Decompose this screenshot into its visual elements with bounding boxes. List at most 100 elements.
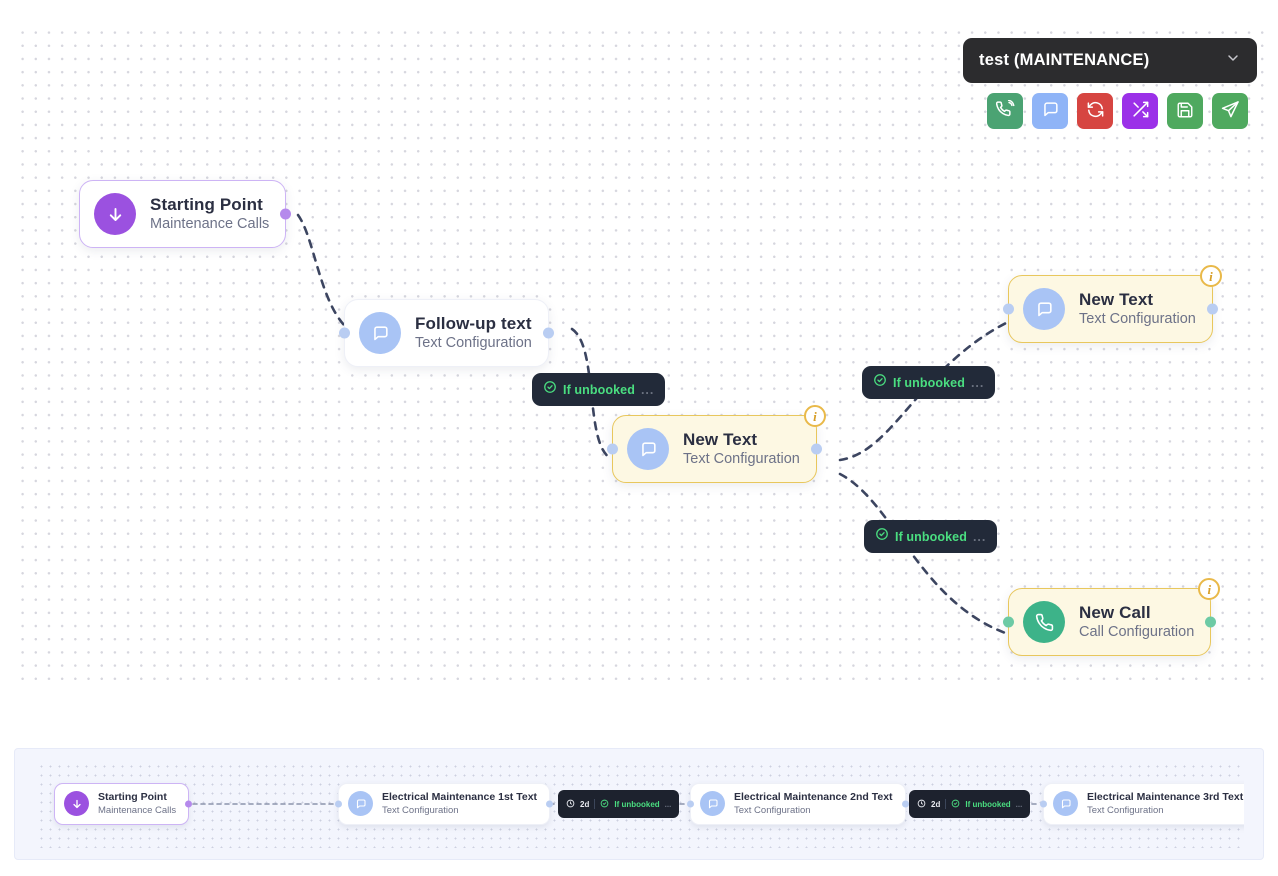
flow-preview-canvas[interactable]: Starting Point Maintenance Calls Electri… [36, 760, 1244, 848]
arrow-down-icon [94, 193, 136, 235]
info-icon[interactable]: i [803, 405, 826, 427]
node-labels: New Text Text Configuration [683, 429, 800, 469]
shuffle-icon [1131, 100, 1150, 122]
mini-node-handle-right[interactable] [901, 800, 909, 808]
mini-edge-label-ellipsis: ... [1015, 799, 1023, 809]
mini-edge-label-ellipsis: ... [664, 799, 672, 809]
mini-node-labels: Electrical Maintenance 2nd Text Text Con… [734, 791, 893, 817]
mini-node-subtitle: Text Configuration [382, 804, 459, 816]
node-subtitle: Text Configuration [1079, 311, 1196, 328]
mini-node-subtitle: Text Configuration [1087, 804, 1164, 816]
message-icon [359, 312, 401, 354]
edge-label-ellipsis: ... [640, 382, 655, 397]
mini-node-handle-left[interactable] [1040, 800, 1047, 808]
info-icon[interactable]: i [1199, 265, 1222, 287]
phone-call-icon [995, 99, 1015, 122]
phone-icon [1023, 601, 1065, 643]
node-new-call[interactable]: New Call Call Configuration i [1003, 578, 1221, 656]
node-subtitle: Text Configuration [683, 451, 800, 468]
node-handle-right[interactable] [280, 208, 292, 220]
check-circle-icon [951, 795, 960, 813]
check-circle-icon [875, 527, 889, 546]
node-handle-right[interactable] [542, 327, 554, 339]
mini-node-title: Electrical Maintenance 2nd Text [734, 791, 893, 804]
edge-label-ellipsis: ... [970, 375, 985, 390]
flow-select-label: test (MAINTENANCE) [979, 51, 1150, 69]
reset-flow-button[interactable] [1077, 93, 1113, 129]
mini-node-electrical-2nd[interactable]: Electrical Maintenance 2nd Text Text Con… [687, 783, 909, 825]
mini-edge-label-2[interactable]: 2d If unbooked ... [909, 790, 1031, 818]
chevron-down-icon[interactable] [1225, 50, 1241, 71]
refresh-icon [1086, 100, 1105, 122]
message-icon [1023, 288, 1065, 330]
edge-label-if-unbooked-3[interactable]: If unbooked ... [864, 520, 998, 553]
node-new-text-top-right[interactable]: New Text Text Configuration i [1003, 265, 1222, 343]
edge-label-if-unbooked-2[interactable]: If unbooked ... [862, 366, 996, 399]
node-subtitle: Text Configuration [415, 335, 532, 352]
edge-label-ellipsis: ... [972, 529, 987, 544]
check-circle-icon [873, 373, 887, 392]
edge-label-text: If unbooked [893, 375, 965, 390]
mini-node-subtitle: Text Configuration [734, 804, 811, 816]
save-icon [1176, 101, 1194, 122]
mini-node-labels: Starting Point Maintenance Calls [98, 791, 176, 817]
message-icon [627, 428, 669, 470]
mini-node-handle-left[interactable] [687, 800, 694, 808]
mini-node-starting-point[interactable]: Starting Point Maintenance Calls [54, 783, 193, 825]
send-icon [1221, 100, 1240, 122]
node-handle-left[interactable] [1003, 616, 1014, 628]
mini-node-title: Electrical Maintenance 3rd Text [1087, 791, 1244, 804]
edge-label-if-unbooked-1[interactable]: If unbooked ... [532, 373, 666, 406]
node-handle-left[interactable] [1003, 303, 1014, 315]
mini-node-electrical-3rd[interactable]: Electrical Maintenance 3rd Text Text Con… [1040, 783, 1244, 825]
mini-node-handle-right[interactable] [546, 800, 554, 808]
edge-start-to-followup [296, 213, 346, 327]
flow-preview-panel[interactable]: Starting Point Maintenance Calls Electri… [14, 748, 1264, 860]
node-title: New Text [683, 429, 758, 449]
shuffle-layout-button[interactable] [1122, 93, 1158, 129]
add-call-node-button[interactable] [987, 93, 1023, 129]
node-labels: Follow-up text Text Configuration [415, 313, 532, 353]
node-handle-right[interactable] [1206, 303, 1218, 315]
save-flow-button[interactable] [1167, 93, 1203, 129]
message-icon [1053, 791, 1078, 817]
check-circle-icon [543, 380, 557, 399]
node-labels: New Call Call Configuration [1079, 602, 1194, 642]
mini-node-title: Starting Point [98, 791, 167, 804]
node-subtitle: Maintenance Calls [150, 216, 270, 233]
node-labels: Starting Point Maintenance Calls [150, 194, 269, 234]
add-text-node-button[interactable] [1032, 93, 1068, 129]
node-handle-right[interactable] [1205, 616, 1217, 628]
arrow-down-icon [64, 791, 89, 817]
node-handle-left[interactable] [607, 443, 618, 455]
node-subtitle: Call Configuration [1079, 624, 1195, 641]
message-icon [1041, 100, 1060, 122]
mini-node-subtitle: Maintenance Calls [98, 804, 177, 816]
publish-flow-button[interactable] [1212, 93, 1248, 129]
node-follow-up-text[interactable]: Follow-up text Text Configuration [339, 299, 554, 367]
node-handle-right[interactable] [810, 443, 822, 455]
mini-node-labels: Electrical Maintenance 1st Text Text Con… [382, 791, 537, 817]
node-starting-point[interactable]: Starting Point Maintenance Calls [79, 180, 292, 248]
node-labels: New Text Text Configuration [1079, 289, 1196, 329]
mini-node-labels: Electrical Maintenance 3rd Text Text Con… [1087, 791, 1243, 817]
mini-node-handle-left[interactable] [335, 800, 342, 808]
mini-edge-label-1[interactable]: 2d If unbooked ... [558, 790, 680, 818]
mini-edge-delay: 2d [580, 799, 590, 809]
node-title: Follow-up text [415, 313, 532, 333]
mini-node-handle-right[interactable] [185, 800, 193, 808]
message-icon [348, 791, 373, 817]
message-icon [700, 791, 725, 817]
node-handle-left[interactable] [339, 327, 350, 339]
clock-icon [566, 795, 575, 813]
mini-edge-label-text: If unbooked [965, 799, 1011, 809]
info-icon[interactable]: i [1198, 578, 1221, 600]
edge-label-text: If unbooked [563, 382, 635, 397]
edge-newtext1-to-newcall [838, 472, 1010, 636]
flow-canvas[interactable]: Starting Point Maintenance Calls Follow-… [14, 22, 1264, 690]
flow-select-dropdown[interactable]: test (MAINTENANCE) [963, 38, 1257, 83]
mini-node-electrical-1st[interactable]: Electrical Maintenance 1st Text Text Con… [335, 783, 554, 825]
mini-edge-delay: 2d [931, 799, 941, 809]
node-new-text-center[interactable]: New Text Text Configuration i [607, 405, 826, 483]
